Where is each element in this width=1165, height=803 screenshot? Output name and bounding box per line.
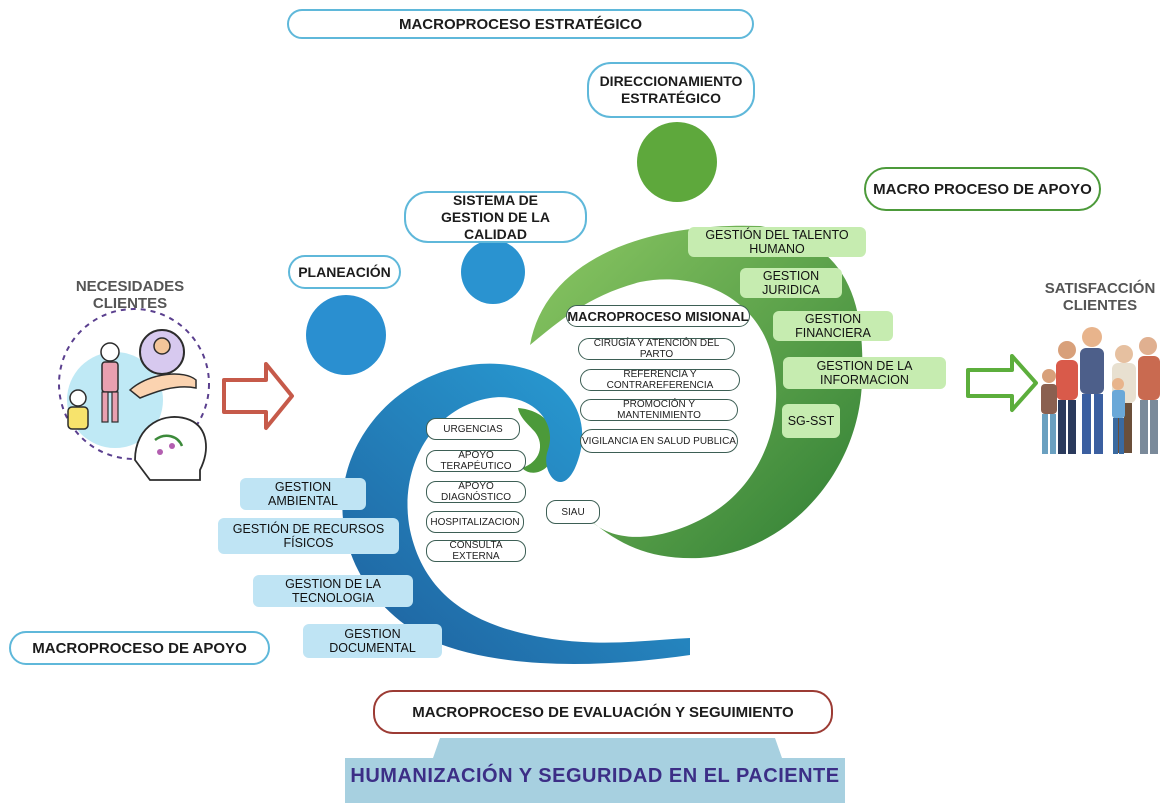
needs-arrow-icon bbox=[222, 362, 294, 430]
planeacion-head bbox=[306, 295, 386, 375]
support-right-item: SG-SST bbox=[782, 404, 840, 438]
service-item: CONSULTA EXTERNA bbox=[426, 540, 526, 562]
humanizacion-banner: HUMANIZACIÓN Y SEGURIDAD EN EL PACIENTE bbox=[350, 764, 840, 787]
satisfaction-arrow-icon bbox=[966, 354, 1038, 412]
support-left-item: GESTION DE LA TECNOLOGIA bbox=[253, 575, 413, 607]
service-item: APOYO TERAPÉUTICO bbox=[426, 450, 526, 472]
green-swirl bbox=[530, 225, 863, 559]
siau-item: SIAU bbox=[546, 500, 600, 524]
support-right-item: GESTION DE LA INFORMACION bbox=[783, 357, 946, 389]
service-item: HOSPITALIZACION bbox=[426, 511, 524, 533]
misional-item: REFERENCIA Y CONTRAREFERENCIA bbox=[580, 369, 740, 391]
sistema-gestion-calidad-node: SISTEMA DE GESTION DE LA CALIDAD bbox=[404, 191, 587, 243]
clients-needs-illustration bbox=[58, 308, 210, 481]
service-item: URGENCIAS bbox=[426, 418, 520, 440]
support-left-item: GESTION AMBIENTAL bbox=[240, 478, 366, 510]
banner-shape bbox=[345, 738, 845, 803]
support-right-item: GESTIÓN DEL TALENTO HUMANO bbox=[688, 227, 866, 257]
direccionamiento-head bbox=[637, 122, 717, 202]
necesidades-clientes-label: NECESIDADES CLIENTES bbox=[75, 278, 185, 312]
blue-swirl bbox=[342, 363, 690, 665]
misional-item: CIRUGÍA Y ATENCIÓN DEL PARTO bbox=[578, 338, 735, 360]
direccionamiento-estrategico-node: DIRECCIONAMIENTO ESTRATÉGICO bbox=[587, 62, 755, 118]
support-right-item: GESTION FINANCIERA bbox=[773, 311, 893, 341]
sistema-calidad-head bbox=[461, 240, 525, 304]
macroproceso-estrategico-header: MACROPROCESO ESTRATÉGICO bbox=[287, 9, 754, 39]
satisfaccion-clientes-label: SATISFACCIÓN CLIENTES bbox=[1044, 280, 1156, 314]
support-left-item: GESTION DOCUMENTAL bbox=[303, 624, 442, 658]
macroproceso-apoyo-right-header: MACRO PROCESO DE APOYO bbox=[864, 167, 1101, 211]
planeacion-node: PLANEACIÓN bbox=[288, 255, 401, 289]
support-left-item: GESTIÓN DE RECURSOS FÍSICOS bbox=[218, 518, 399, 554]
satisfied-family-illustration bbox=[1041, 327, 1160, 454]
macroproceso-apoyo-left-header: MACROPROCESO DE APOYO bbox=[9, 631, 270, 665]
macroproceso-misional-title: MACROPROCESO MISIONAL bbox=[566, 305, 750, 327]
service-item: APOYO DIAGNÓSTICO bbox=[426, 481, 526, 503]
misional-item: PROMOCIÓN Y MANTENIMIENTO bbox=[580, 399, 738, 421]
macroproceso-evaluacion-header: MACROPROCESO DE EVALUACIÓN Y SEGUIMIENTO bbox=[373, 690, 833, 734]
misional-item: VIGILANCIA EN SALUD PUBLICA bbox=[580, 429, 738, 453]
support-right-item: GESTION JURIDICA bbox=[740, 268, 842, 298]
